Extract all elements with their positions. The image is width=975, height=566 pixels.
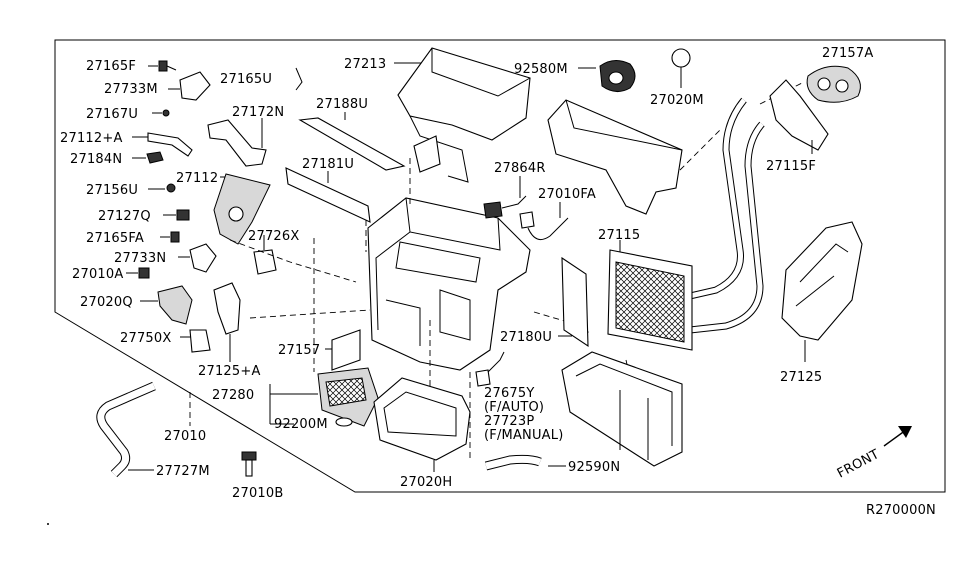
front-direction-arrow: [883, 426, 912, 447]
part-seal-92580M: [578, 60, 636, 92]
label-27112: 27112: [176, 171, 218, 186]
part-heater-core-27280: [269, 367, 379, 427]
label-27125: 27125: [780, 370, 822, 385]
label-27020M: 27020M: [650, 93, 704, 108]
part-filter-27180U: [558, 256, 589, 348]
label-27723P: 27723P: [484, 414, 534, 429]
part-bracket-27733N: [178, 243, 217, 273]
part-screw-27165FA: [160, 231, 180, 243]
label-92200M: 92200M: [274, 417, 328, 432]
label-27750X: 27750X: [120, 331, 171, 346]
label-27213: 27213: [344, 57, 386, 72]
part-sensor-27864R: [483, 176, 527, 219]
label-27726X: 27726X: [248, 229, 299, 244]
label-27115: 27115: [598, 228, 640, 243]
label-27727M: 27727M: [156, 464, 210, 479]
label-reference-code: R270000N: [866, 503, 936, 518]
label-27167U: 27167U: [86, 107, 138, 122]
label-27156U: 27156U: [86, 183, 138, 198]
label-27864R: 27864R: [494, 161, 546, 176]
part-sensor-27726X: [253, 235, 277, 275]
part-plate-27157: [325, 329, 361, 371]
part-harness-27010FA: [519, 202, 569, 241]
label-27010A: 27010A: [72, 267, 123, 282]
label-f-auto: (F/AUTO): [484, 400, 544, 415]
part-bracket-27165U: [295, 67, 303, 91]
label-front: FRONT: [835, 447, 882, 482]
part-actuator-27112: [213, 173, 271, 245]
label-27181U: 27181U: [302, 157, 354, 172]
corner-dot-mark: [47, 523, 49, 525]
label-27184N: 27184N: [70, 152, 122, 167]
label-27020H: 27020H: [400, 475, 452, 490]
label-27165FA: 27165FA: [86, 231, 144, 246]
label-27172N: 27172N: [232, 105, 284, 120]
label-27157A: 27157A: [822, 46, 873, 61]
label-27733M: 27733M: [104, 82, 158, 97]
part-blower-case-27213: [394, 47, 531, 183]
label-27125A: 27125+A: [198, 364, 261, 379]
label-92590N: 92590N: [568, 460, 620, 475]
label-27115F: 27115F: [766, 159, 816, 174]
label-27675Y: 27675Y: [484, 386, 535, 401]
part-pipes: [689, 97, 765, 334]
part-clip-27156U: [148, 183, 176, 193]
part-duct-27020Q: [140, 285, 193, 325]
part-lower-case: [561, 351, 683, 467]
diagram-frame: [54, 39, 946, 493]
label-27188U: 27188U: [316, 97, 368, 112]
part-hose-92590N: [484, 454, 566, 471]
label-27733N: 27733N: [114, 251, 166, 266]
part-link-27125A: [213, 282, 241, 362]
label-27112A: 27112+A: [60, 131, 123, 146]
label-92580M: 92580M: [514, 62, 568, 77]
part-duct-cover: [547, 99, 683, 215]
part-actuator-27172N: [207, 118, 267, 167]
part-duct-27125: [781, 221, 863, 362]
part-filter-strip-27188U: [298, 112, 406, 171]
part-connector-27184N: [132, 151, 164, 164]
part-grommet-27157A: [806, 65, 861, 103]
label-27010FA: 27010FA: [538, 187, 596, 202]
label-f-manual: (F/MANUAL): [484, 428, 564, 443]
part-connector-27675Y: [475, 351, 505, 387]
part-clip-27167U: [152, 109, 170, 117]
label-27010B: 27010B: [232, 486, 283, 501]
part-screw-27165F: [148, 60, 177, 72]
label-27165F: 27165F: [86, 59, 136, 74]
label-27180U: 27180U: [500, 330, 552, 345]
label-27165U: 27165U: [220, 72, 272, 87]
label-27127Q: 27127Q: [98, 209, 151, 224]
part-bracket-27733M: [168, 71, 211, 101]
part-evaporator-27115: [607, 240, 693, 351]
part-bolt-27010A: [126, 267, 150, 279]
part-bolt-27010B: [241, 451, 257, 477]
part-drain-tray-27020H: [373, 377, 471, 472]
part-expansion-valve-27115F: [769, 79, 829, 154]
part-cap-27020M: [671, 48, 691, 88]
label-27020Q: 27020Q: [80, 295, 133, 310]
part-link-27112A: [132, 132, 193, 157]
part-motor-27750X: [180, 329, 211, 353]
part-drain-hose-27727M: [96, 381, 156, 478]
part-plug-27127Q: [163, 209, 190, 221]
part-heater-unit-case: [367, 197, 531, 371]
label-27157: 27157: [278, 343, 320, 358]
label-27010: 27010: [164, 429, 206, 444]
part-seal-27181U: [285, 167, 371, 223]
label-27280: 27280: [212, 388, 254, 403]
